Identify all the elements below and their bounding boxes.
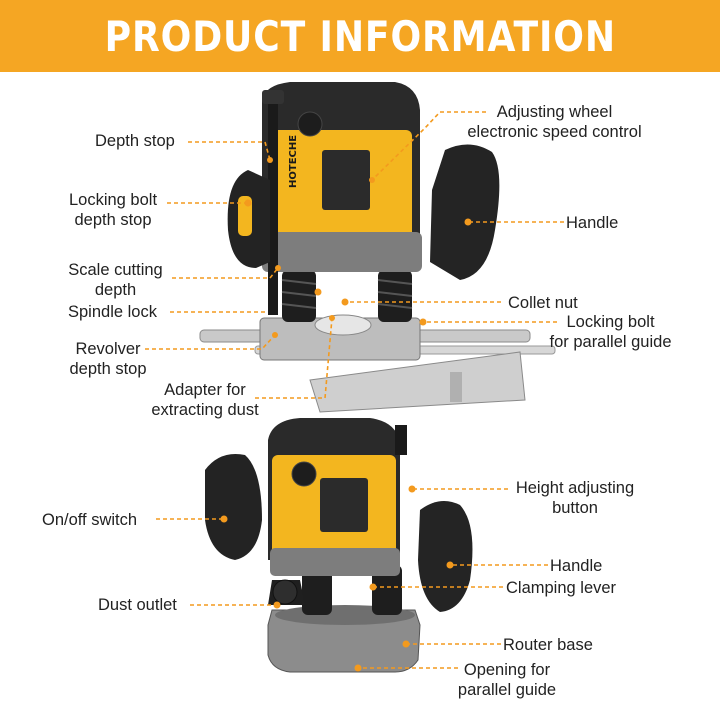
label-line: Scale cutting <box>68 261 163 279</box>
label-line: parallel guide <box>457 681 557 699</box>
label-collet-nut: Collet nut <box>508 294 578 312</box>
label-clamping-lever: Clamping lever <box>506 579 617 597</box>
label-scale-cutting-depth: Scale cutting depth <box>58 260 173 300</box>
label-line: depth stop <box>69 360 147 378</box>
label-spindle-lock: Spindle lock <box>68 303 157 321</box>
label-handle-top: Handle <box>566 214 619 232</box>
label-line: Locking bolt <box>68 191 158 209</box>
label-locking-bolt-depth-stop: Locking bolt depth stop <box>58 190 168 230</box>
label-line: extracting dust <box>151 401 259 419</box>
label-line: Opening for <box>463 661 551 679</box>
label-line: Revolver <box>75 340 141 358</box>
label-line: depth <box>94 281 137 299</box>
label-line: Adjusting wheel <box>496 103 613 121</box>
label-line: button <box>552 499 598 517</box>
label-depth-stop: Depth stop <box>95 132 175 150</box>
label-revolver-depth-stop: Revolver depth stop <box>58 339 158 379</box>
label-line: for parallel guide <box>549 333 672 351</box>
label-height-adjusting-button: Height adjusting button <box>505 478 645 518</box>
page-title: PRODUCT INFORMATION <box>104 11 616 61</box>
label-opening-parallel-guide: Opening for parallel guide <box>448 660 566 700</box>
label-line: Height adjusting <box>515 479 635 497</box>
label-handle-bottom: Handle <box>550 557 603 575</box>
label-line: Adapter for <box>164 381 246 399</box>
brand-logo: HOTECHE <box>288 135 299 188</box>
leader-dots <box>220 157 472 672</box>
label-adjusting-wheel: Adjusting wheel electronic speed control <box>452 102 657 142</box>
label-locking-bolt-parallel-guide: Locking bolt for parallel guide <box>538 312 683 352</box>
label-line: depth stop <box>74 211 152 229</box>
leader-lines <box>145 111 564 669</box>
router-top-image <box>199 82 556 413</box>
label-dust-outlet: Dust outlet <box>98 596 177 614</box>
router-bottom-image <box>205 418 473 673</box>
header-banner: PRODUCT INFORMATION <box>0 0 720 72</box>
label-adapter-extracting-dust: Adapter for extracting dust <box>140 380 270 420</box>
label-line: electronic speed control <box>467 123 642 141</box>
label-on-off-switch: On/off switch <box>42 511 138 529</box>
label-router-base: Router base <box>503 636 593 654</box>
label-line: Locking bolt <box>566 313 655 331</box>
